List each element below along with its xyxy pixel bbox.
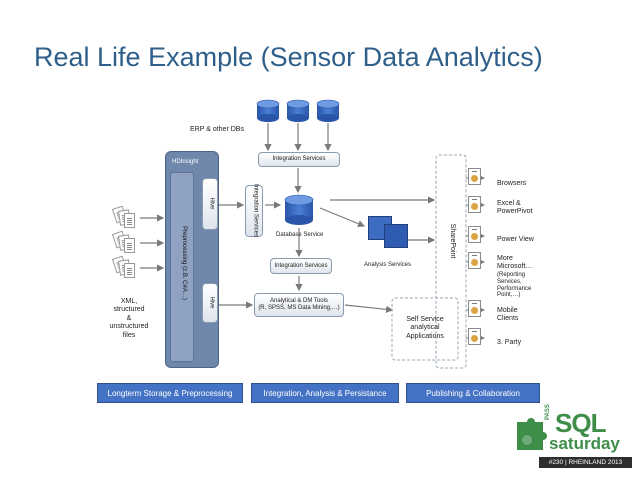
integration-services-vertical-label: Integration Services [252,183,259,238]
integration-services-mid: Integration Services [270,258,332,274]
hive-top-box [202,178,218,230]
puzzle-logo-icon [517,418,547,450]
report-file-icon [468,168,481,185]
analytical-tools-line2: (R, SPSS, MS Data Mining,…) [258,305,340,311]
erp-db-icon [256,99,280,122]
report-file-icon [468,328,481,345]
preprocessing-label: Preprocessing (z.B. C#A…) [181,226,187,300]
sharepoint-frame [435,154,467,369]
analysis-services-label: Analysis Services [364,262,412,268]
self-service-frame [391,297,459,361]
report-file-icon [468,252,481,269]
hive-bottom-label: Hive [208,296,215,309]
self-service-label: Self Service analytical Applications [406,316,444,340]
analytical-tools-box: Analytical & DM Tools (R, SPSS, MS Data … [254,293,344,317]
band-longterm-storage: Longterm Storage & Preprocessing [97,383,243,403]
pass-text: PASS [545,404,551,420]
saturday-text: saturday [549,434,620,453]
xml-file-stack-icon [111,230,136,254]
hive-top-label: Hive [208,197,215,210]
analysis-cube-icon [384,224,408,248]
database-service-label: Database Service [276,232,324,238]
client-third-party: 3. Party [497,339,522,346]
sqlsaturday-logo: PASS SQL saturday #230 | RHEINLAND 2013 [513,404,633,476]
preprocessing-box [170,172,194,362]
analytical-tools-line1: Analytical & DM Tools [270,298,328,305]
sharepoint-label: SharePoint [449,223,456,259]
xml-file-stack-icon [111,255,136,279]
hdinsight-label: HDInsight [172,159,199,165]
sql-text: SQL [555,408,606,438]
report-file-icon [468,300,481,317]
report-file-icon [468,226,481,243]
band-publishing-collaboration: Publishing & Collaboration [406,383,540,403]
integration-services-vertical-box [245,185,263,237]
event-badge: #230 | RHEINLAND 2013 [539,457,632,468]
client-more-microsoft: More Microsoft… (Reporting Services, Per… [497,255,533,299]
xml-file-stack-icon [111,205,136,229]
hive-bottom-box [202,283,218,323]
erp-label: ERP & other DBs [190,126,244,133]
client-excel: Excel & PowerPivot [497,200,533,216]
integration-services-top: Integration Services [258,152,340,167]
client-mobile: Mobile Clients [497,307,519,323]
erp-db-icon [286,99,310,122]
report-file-icon [468,196,481,213]
client-power-view: Power View [497,236,534,243]
database-service-icon [284,194,314,225]
erp-db-icon [316,99,340,122]
xml-files-label: XML, structured & unstructured files [109,298,149,339]
client-browsers: Browsers [497,180,527,187]
band-integration-analysis: Integration, Analysis & Persistance [251,383,399,403]
slide-title: Real Life Example (Sensor Data Analytics… [34,42,543,72]
